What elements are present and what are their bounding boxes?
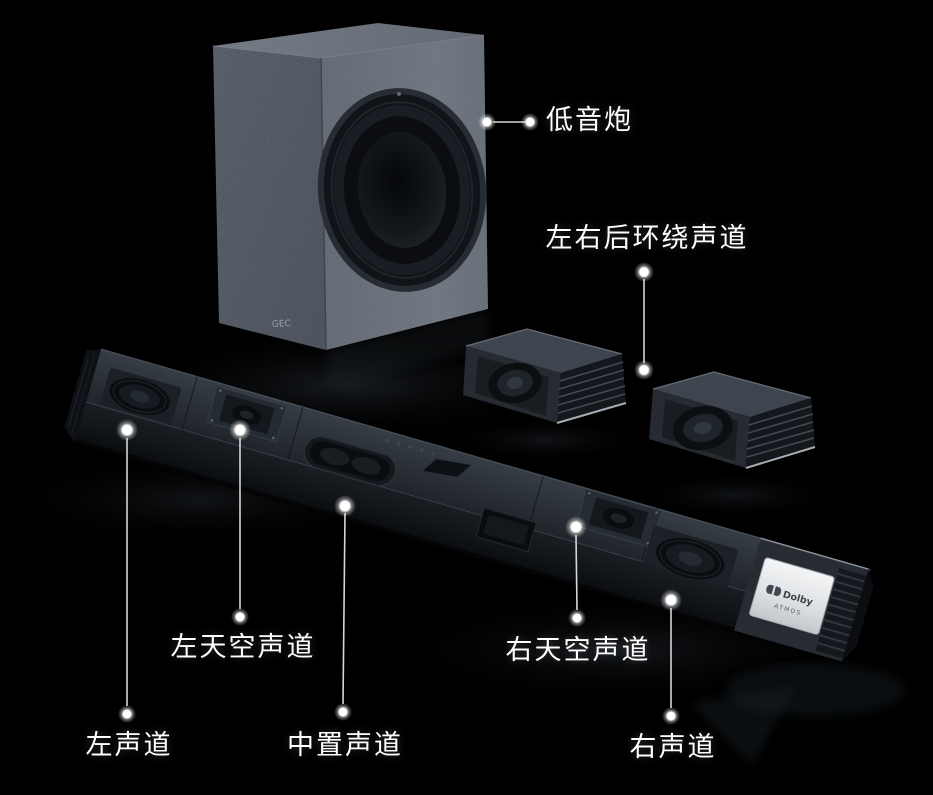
label-right-channel: 右声道 — [629, 732, 717, 763]
callout-dot — [521, 113, 539, 131]
subwoofer-woofer — [317, 88, 487, 292]
callout-dot — [565, 516, 587, 538]
callout-dot — [334, 703, 352, 721]
soundbar-right-woofer — [643, 526, 738, 588]
callout-dot — [478, 113, 496, 131]
callout-line-right-sky — [575, 534, 578, 611]
soundbar-center-driver — [303, 435, 397, 487]
callout-line-center-channel — [342, 512, 346, 705]
callouts — [126, 121, 672, 708]
callout-dot — [334, 495, 356, 517]
label-rear-surround: 左右后环绕声道 — [545, 223, 749, 254]
screw-dot — [397, 92, 401, 96]
dolby-double-d-icon — [766, 584, 782, 596]
callout-dots — [116, 113, 682, 725]
label-left-sky: 左天空声道 — [170, 632, 316, 663]
soundbar: Dolby ATMOS — [64, 348, 874, 664]
soundbar-left-woofer — [100, 368, 181, 424]
soundbar-port — [475, 507, 537, 553]
label-right-sky: 右天空声道 — [505, 635, 651, 666]
callout-dot — [229, 419, 251, 441]
callout-dot — [634, 262, 654, 282]
callout-dot — [662, 707, 680, 725]
soundbar-end-cap: Dolby ATMOS — [734, 537, 874, 662]
end-cap-grille — [815, 568, 867, 659]
callout-dot — [118, 705, 136, 723]
label-left-channel: 左声道 — [85, 730, 173, 761]
label-center-channel: 中置声道 — [287, 730, 403, 761]
label-subwoofer: 低音炮 — [546, 105, 633, 136]
surround-speaker-left — [463, 328, 627, 424]
soundbar-vent — [420, 458, 473, 478]
callout-dot — [116, 419, 138, 441]
callout-dot — [634, 360, 654, 380]
soundbar-buttons — [385, 438, 436, 456]
dolby-atmos-badge — [749, 557, 835, 635]
surround-speaker-right — [649, 371, 816, 469]
subwoofer-logo: GEC — [272, 319, 291, 330]
callout-dot — [660, 589, 682, 611]
callout-dot — [231, 608, 249, 626]
subwoofer: GEC — [212, 23, 488, 351]
callout-dot — [568, 609, 586, 627]
soundbar-left-sky-driver — [206, 385, 288, 443]
